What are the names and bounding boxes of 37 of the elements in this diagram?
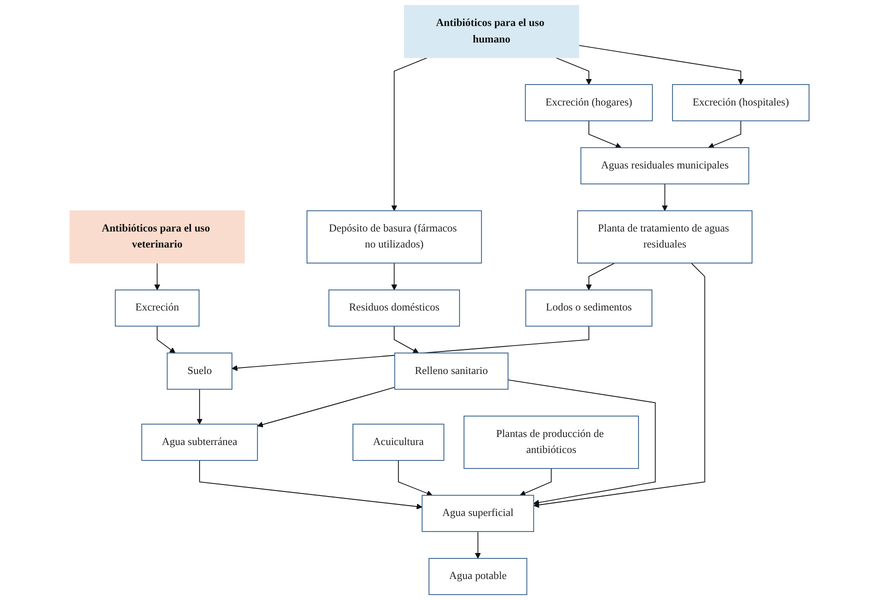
node-box: Antibióticos para el uso veterinario	[70, 210, 245, 264]
node-box: Plantas de producción de antibióticos	[464, 416, 639, 469]
arrow	[391, 262, 398, 290]
node-box: Excreción	[114, 290, 200, 327]
node-box: Agua potable	[428, 558, 528, 596]
arrow	[474, 531, 481, 559]
node-box: Relleno sanitario	[394, 352, 508, 390]
arrow	[232, 326, 590, 372]
arrow	[588, 120, 622, 148]
node-box: Planta de tratamiento de aguas residuales	[577, 210, 752, 264]
arrow	[199, 460, 422, 510]
node-box: Agua subterránea	[141, 424, 258, 461]
node-box: Aguas residuales municipales	[580, 147, 750, 184]
arrow	[257, 386, 396, 428]
arrow	[555, 57, 592, 85]
node-box: Depósito de basura (fármacos no utilizados)	[306, 210, 482, 264]
node-box: Excreción (hogares)	[524, 84, 653, 122]
node-box: Residuos domésticos	[328, 290, 460, 327]
arrow	[391, 57, 428, 211]
node-box: Excreción (hospitales)	[672, 84, 810, 122]
node-box: Antibióticos para el uso humano	[404, 5, 580, 58]
node-box: Acuicultura	[352, 424, 444, 461]
node-box: Agua superficial	[422, 494, 534, 532]
arrow	[662, 184, 668, 211]
arrow	[520, 468, 552, 496]
arrow	[533, 262, 706, 508]
arrow	[156, 326, 176, 354]
node-box: Suelo	[166, 352, 232, 390]
arrow	[394, 326, 419, 354]
arrow	[196, 388, 203, 424]
arrow	[154, 262, 160, 290]
arrow	[586, 262, 615, 290]
arrow	[578, 45, 744, 85]
arrow	[708, 120, 742, 148]
node-box: Lodos o sedimentos	[525, 290, 652, 327]
arrow	[398, 460, 432, 496]
arrow	[508, 380, 656, 506]
